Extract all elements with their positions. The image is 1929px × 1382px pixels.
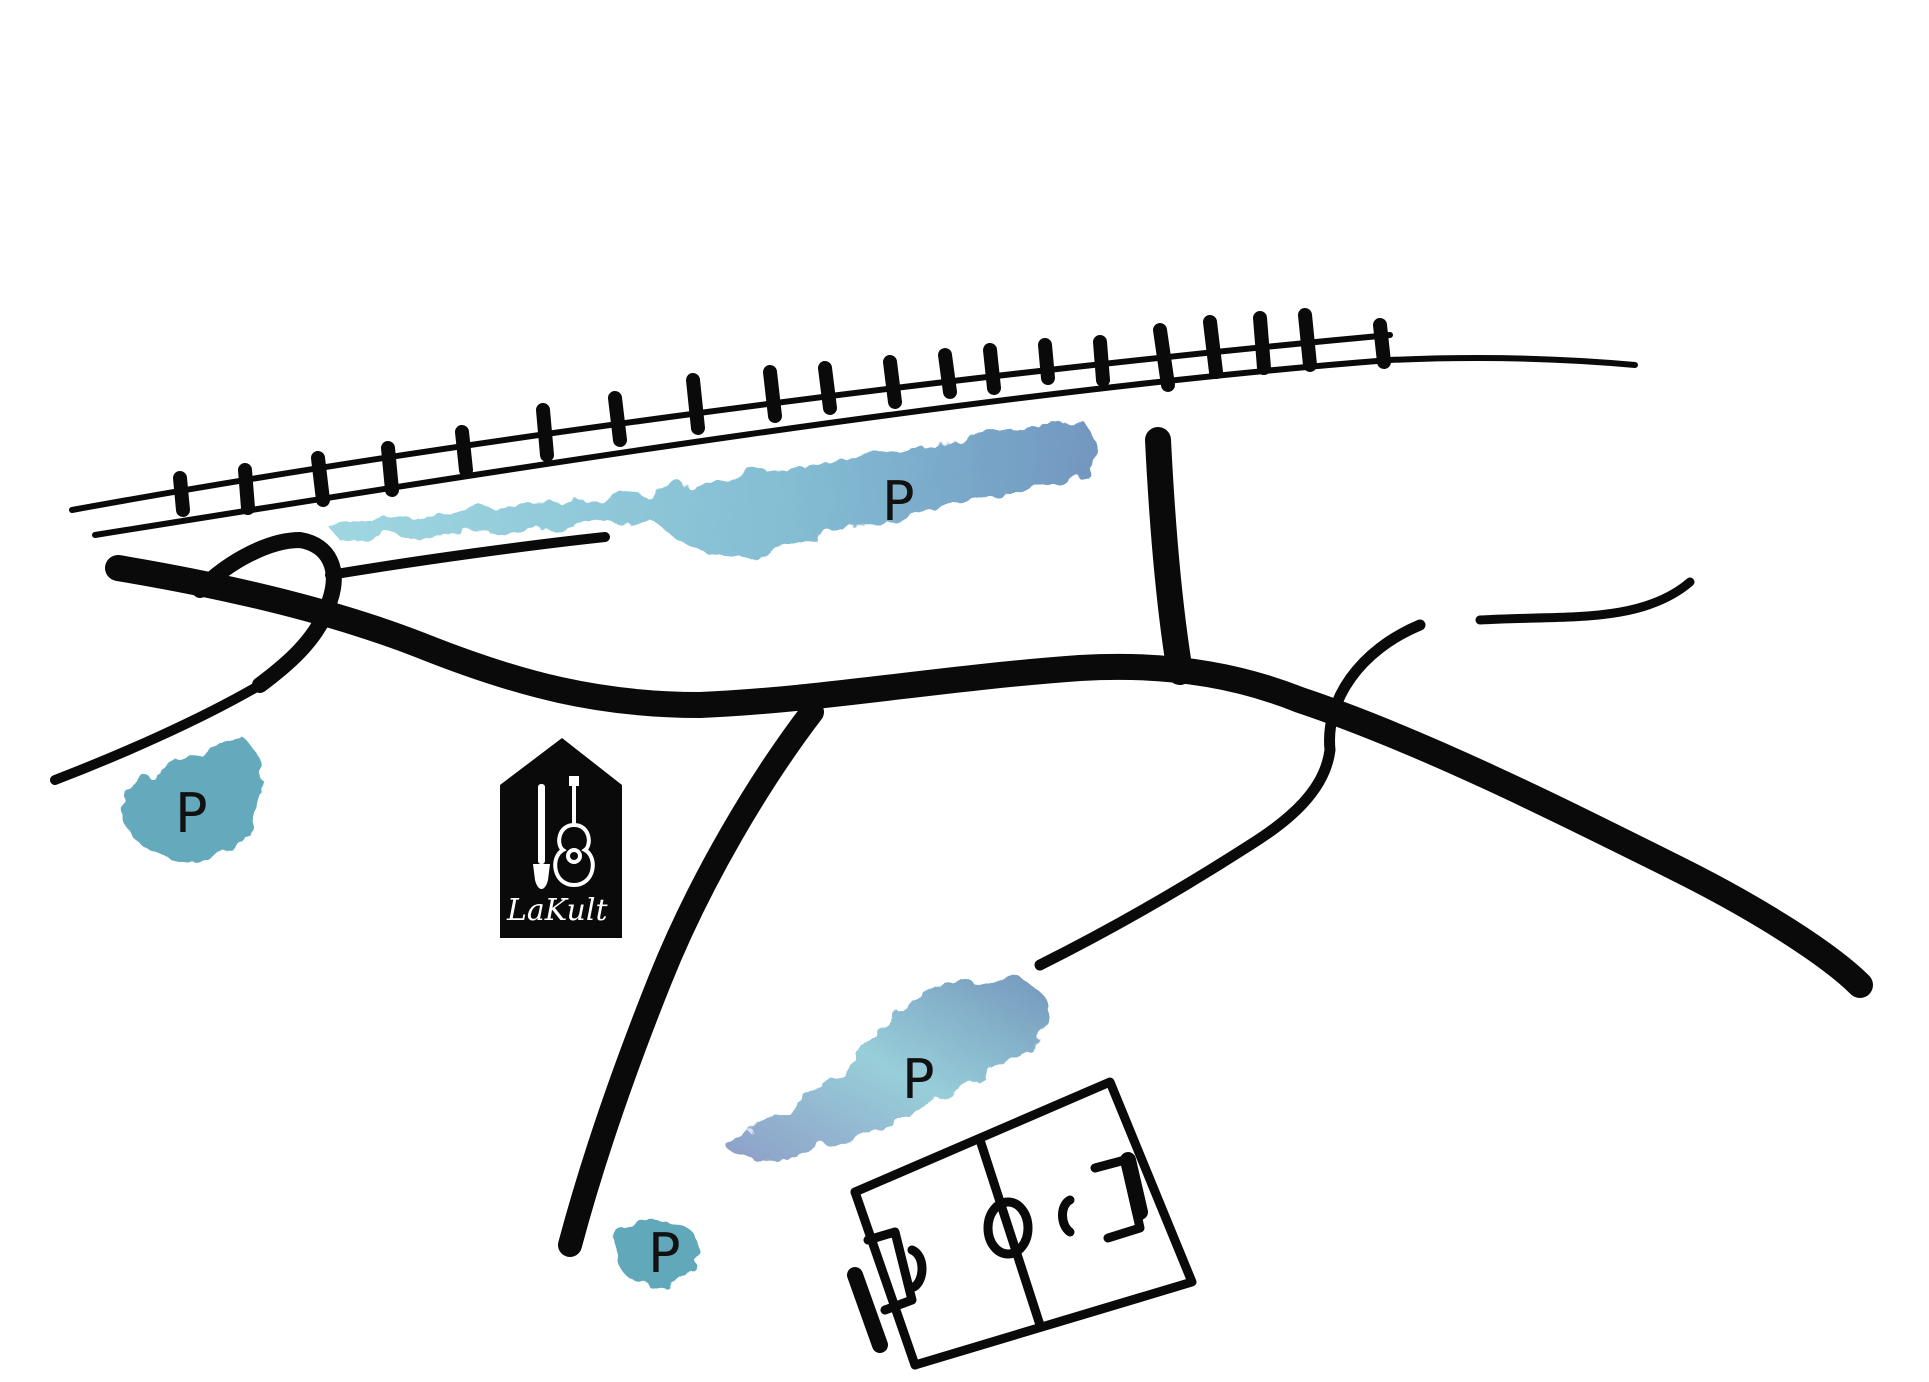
- parking-label: P: [648, 1222, 681, 1285]
- side-road-loop: [50, 532, 610, 785]
- side-road-south: [558, 700, 824, 1257]
- paintbrush-icon: [533, 784, 550, 889]
- parking-label: P: [902, 1048, 935, 1111]
- side-road-north: [1145, 427, 1193, 685]
- lakult-landmark[interactable]: LaKult: [500, 738, 622, 938]
- parking-label: P: [882, 470, 915, 533]
- parking-area-north: P: [330, 418, 1094, 556]
- parking-area-south: P: [614, 1220, 699, 1289]
- railway-track: [69, 308, 1638, 538]
- side-road-east: [1034, 577, 1695, 971]
- parking-area-west: P: [123, 735, 261, 863]
- parking-area-south-east: P: [727, 975, 1051, 1161]
- parking-label: P: [175, 782, 208, 845]
- lakult-logo-text: LaKult: [506, 893, 608, 928]
- railway-sleepers: [173, 308, 1391, 517]
- football-pitch: [847, 1077, 1197, 1370]
- guitar-icon: [553, 776, 595, 888]
- main-road: [105, 555, 1873, 998]
